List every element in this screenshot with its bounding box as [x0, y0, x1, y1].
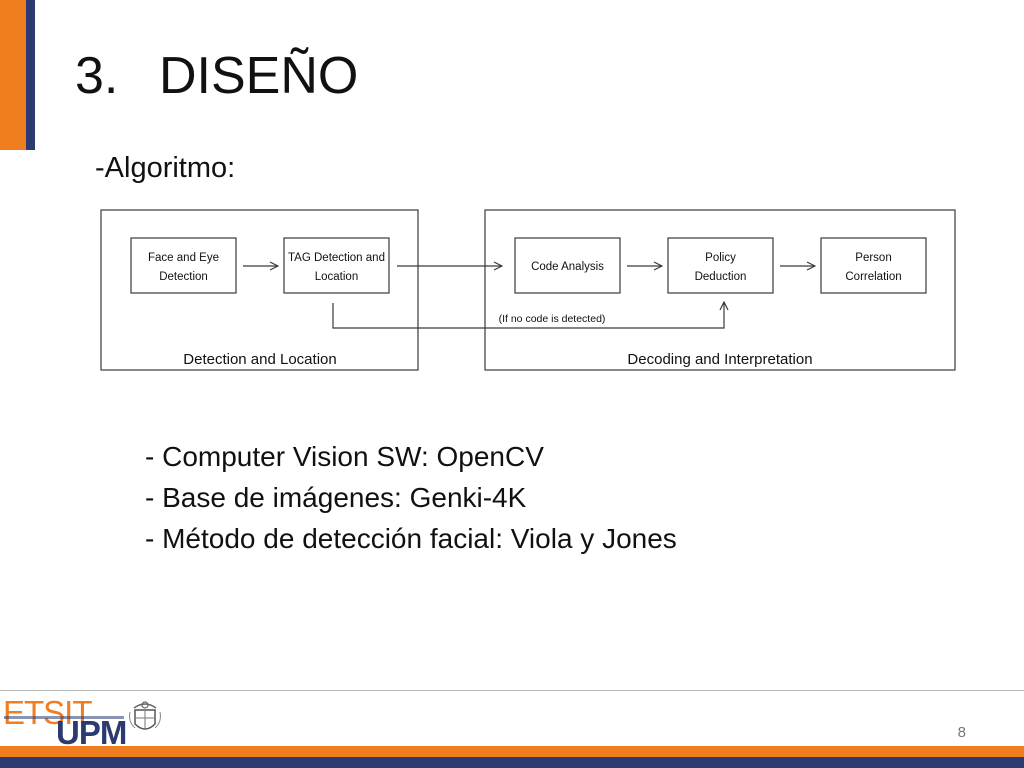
bullet-item: - Base de imágenes: Genki-4K [145, 482, 527, 513]
node-policy-deduction: Policy Deduction [667, 237, 774, 294]
section-title: DISEÑO [159, 47, 359, 105]
bullet-item: - Método de detección facial: Viola y Jo… [145, 523, 677, 554]
node-label: Face and Eye [148, 252, 219, 264]
group-label-detection-location: Detection and Location [183, 351, 336, 368]
logo-upm-text: UPM [56, 714, 127, 751]
footer-bar-orange [0, 746, 1024, 757]
bypass-label: (If no code is detected) [499, 313, 606, 325]
group-label-decoding-interpretation: Decoding and Interpretation [627, 351, 812, 368]
section-number: 3. [75, 47, 119, 105]
logo-tagline-strip [4, 716, 124, 719]
footer-bar-navy [0, 757, 1024, 768]
node-label: Location [315, 271, 358, 283]
accent-bar-navy [26, 0, 35, 150]
node-label: Policy [705, 252, 736, 264]
bullet-item: - Computer Vision SW: OpenCV [145, 441, 544, 472]
node-face-eye-detection: Face and Eye Detection [130, 237, 237, 294]
page-number: 8 [957, 724, 966, 741]
university-crest-icon [129, 701, 161, 730]
node-person-correlation: Person Correlation [820, 237, 927, 294]
node-label: Person [855, 252, 891, 264]
node-label: TAG Detection and [288, 252, 385, 264]
node-label: Correlation [845, 271, 901, 283]
algorithm-subtitle: -Algoritmo: [95, 152, 236, 184]
group-detection-location [100, 209, 419, 371]
node-label: Deduction [695, 271, 747, 283]
node-code-analysis: Code Analysis [514, 237, 621, 294]
footer-divider [0, 690, 1024, 691]
group-decoding-interpretation [484, 209, 956, 371]
accent-bar-orange [0, 0, 26, 150]
slide-title: 3. DISEÑO [75, 46, 358, 106]
bullet-list: - Computer Vision SW: OpenCV - Base de i… [145, 436, 677, 559]
logo-etsit-text: ETSIT [3, 694, 93, 731]
node-label: Code Analysis [531, 261, 604, 273]
etsit-upm-logo: ETSIT UPM [0, 694, 175, 751]
node-tag-detection-location: TAG Detection and Location [283, 237, 390, 294]
node-label: Detection [159, 271, 208, 283]
arrow-bypass-tag-to-policy [332, 302, 724, 329]
